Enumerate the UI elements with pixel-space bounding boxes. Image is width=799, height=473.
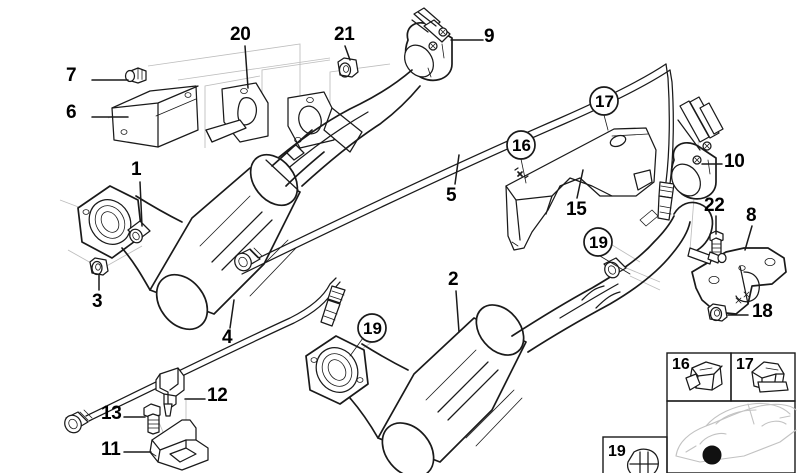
inset-17-clip-drawing <box>751 361 789 393</box>
callout-4: 4 <box>222 327 233 348</box>
part-12-retaining-clip <box>155 367 185 417</box>
part-13-bolt <box>143 403 161 435</box>
part-3-nut <box>89 257 109 276</box>
circled-callout-19b: 19 <box>363 319 382 338</box>
callout-20: 20 <box>230 24 251 45</box>
inset-detail-boxes <box>602 352 797 473</box>
callout-21: 21 <box>334 24 355 45</box>
part-8-mount-bracket <box>691 247 787 315</box>
oxygen-sensor-tip <box>657 181 675 221</box>
part-18-nut <box>707 303 728 322</box>
part-21-nut <box>337 57 359 78</box>
inset-label-19: 19 <box>608 443 626 460</box>
part-11-bracket <box>149 419 209 471</box>
circled-reference-callouts <box>349 86 631 357</box>
callout-1: 1 <box>131 159 142 180</box>
part-6-heat-shield-cover <box>111 85 199 148</box>
callout-13: 13 <box>101 403 122 424</box>
location-dot <box>702 445 722 465</box>
part-15-heat-shield-bracket <box>505 127 657 251</box>
callout-15: 15 <box>566 199 587 220</box>
circled-callout-16: 16 <box>512 136 531 155</box>
callout-18: 18 <box>752 301 773 322</box>
part-1-catalytic-converter <box>77 129 325 331</box>
part-20-flange-gasket <box>205 82 269 143</box>
part-2-catalytic-converter <box>305 304 527 473</box>
callout-11: 11 <box>101 439 121 460</box>
callout-5: 5 <box>446 185 457 206</box>
oxygen-sensor-tip-lower <box>320 285 346 327</box>
stamped-h-marking <box>514 167 529 179</box>
callout-8: 8 <box>746 205 757 226</box>
callout-10: 10 <box>724 151 745 172</box>
callout-6: 6 <box>66 102 77 123</box>
callout-22: 22 <box>704 195 725 216</box>
callout-7: 7 <box>66 65 77 86</box>
callout-leader-lines <box>91 39 753 453</box>
inset-vehicle-silhouette <box>675 402 797 463</box>
part-9-pipe-clamp <box>404 7 453 82</box>
exhaust-pipe-lower <box>511 201 727 353</box>
circled-callout-19: 19 <box>589 233 608 252</box>
inset-19-grommet-drawing <box>626 448 659 473</box>
inset-16-clip-drawing <box>685 361 723 391</box>
inset-label-17: 17 <box>736 356 754 373</box>
inset-label-16: 16 <box>672 356 690 373</box>
callout-9: 9 <box>484 26 495 47</box>
part-4-oxygen-sensor-lead <box>64 277 346 434</box>
callout-3: 3 <box>92 291 103 312</box>
circled-callout-17: 17 <box>595 92 614 111</box>
callout-12: 12 <box>207 385 228 406</box>
part-7-bolt <box>124 67 147 84</box>
part-10-pipe-clamp <box>670 96 724 200</box>
callout-2: 2 <box>448 269 459 290</box>
